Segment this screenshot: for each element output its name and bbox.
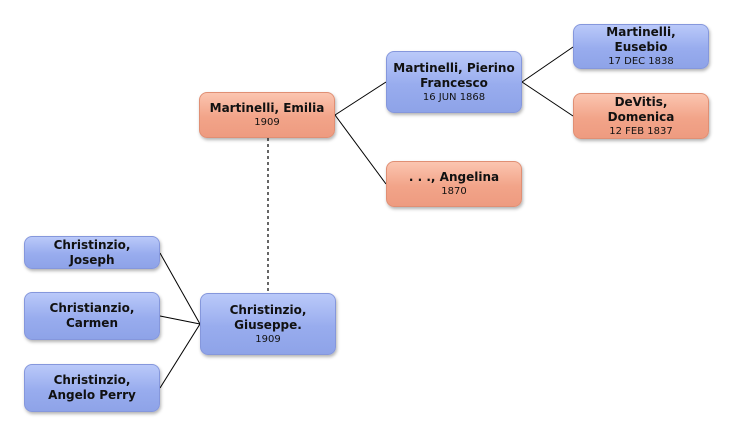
person-node-eusebio[interactable]: Martinelli, Eusebio 17 DEC 1838: [573, 24, 709, 69]
person-name: Martinelli, Pierino Francesco: [393, 60, 515, 90]
person-node-pierino[interactable]: Martinelli, Pierino Francesco 16 JUN 186…: [386, 51, 522, 113]
person-node-joseph[interactable]: Christinzio, Joseph: [24, 236, 160, 269]
person-node-giuseppe[interactable]: Christinzio, Giuseppe. 1909: [200, 293, 336, 355]
person-name: . . ., Angelina: [408, 170, 500, 184]
person-date: 12 FEB 1837: [609, 125, 673, 137]
connector-emilia-pierino: [334, 81, 387, 116]
person-name: Christinzio, Giuseppe.: [229, 302, 307, 332]
connector-emilia-angelina: [334, 114, 387, 185]
person-node-domenica[interactable]: DeVitis, Domenica 12 FEB 1837: [573, 93, 709, 139]
person-node-angelina[interactable]: . . ., Angelina 1870: [386, 161, 522, 207]
connector-pierino-domenica: [521, 81, 574, 117]
person-name: Martinelli, Eusebio: [606, 25, 676, 54]
person-name: DeVitis, Domenica: [607, 94, 675, 124]
person-name: Christinzio, Joseph: [53, 237, 131, 267]
person-date: 17 DEC 1838: [608, 56, 674, 67]
person-date: 1870: [441, 186, 467, 197]
person-name: Martinelli, Emilia: [209, 101, 325, 115]
connector-carmen-giuseppe: [159, 315, 201, 325]
connector-angelo-giuseppe: [159, 323, 201, 389]
person-date: 1909: [254, 117, 280, 128]
person-date: 1909: [255, 333, 281, 345]
person-name: Christinzio, Angelo Perry: [48, 373, 136, 402]
person-node-angelo[interactable]: Christinzio, Angelo Perry: [24, 364, 160, 412]
connector-pierino-eusebio: [521, 46, 574, 83]
person-node-emilia[interactable]: Martinelli, Emilia 1909: [199, 92, 335, 138]
connector-joseph-giuseppe: [159, 252, 201, 325]
person-date: 16 JUN 1868: [422, 91, 486, 103]
person-name: Christianzio, Carmen: [49, 301, 135, 330]
person-node-carmen[interactable]: Christianzio, Carmen: [24, 292, 160, 340]
